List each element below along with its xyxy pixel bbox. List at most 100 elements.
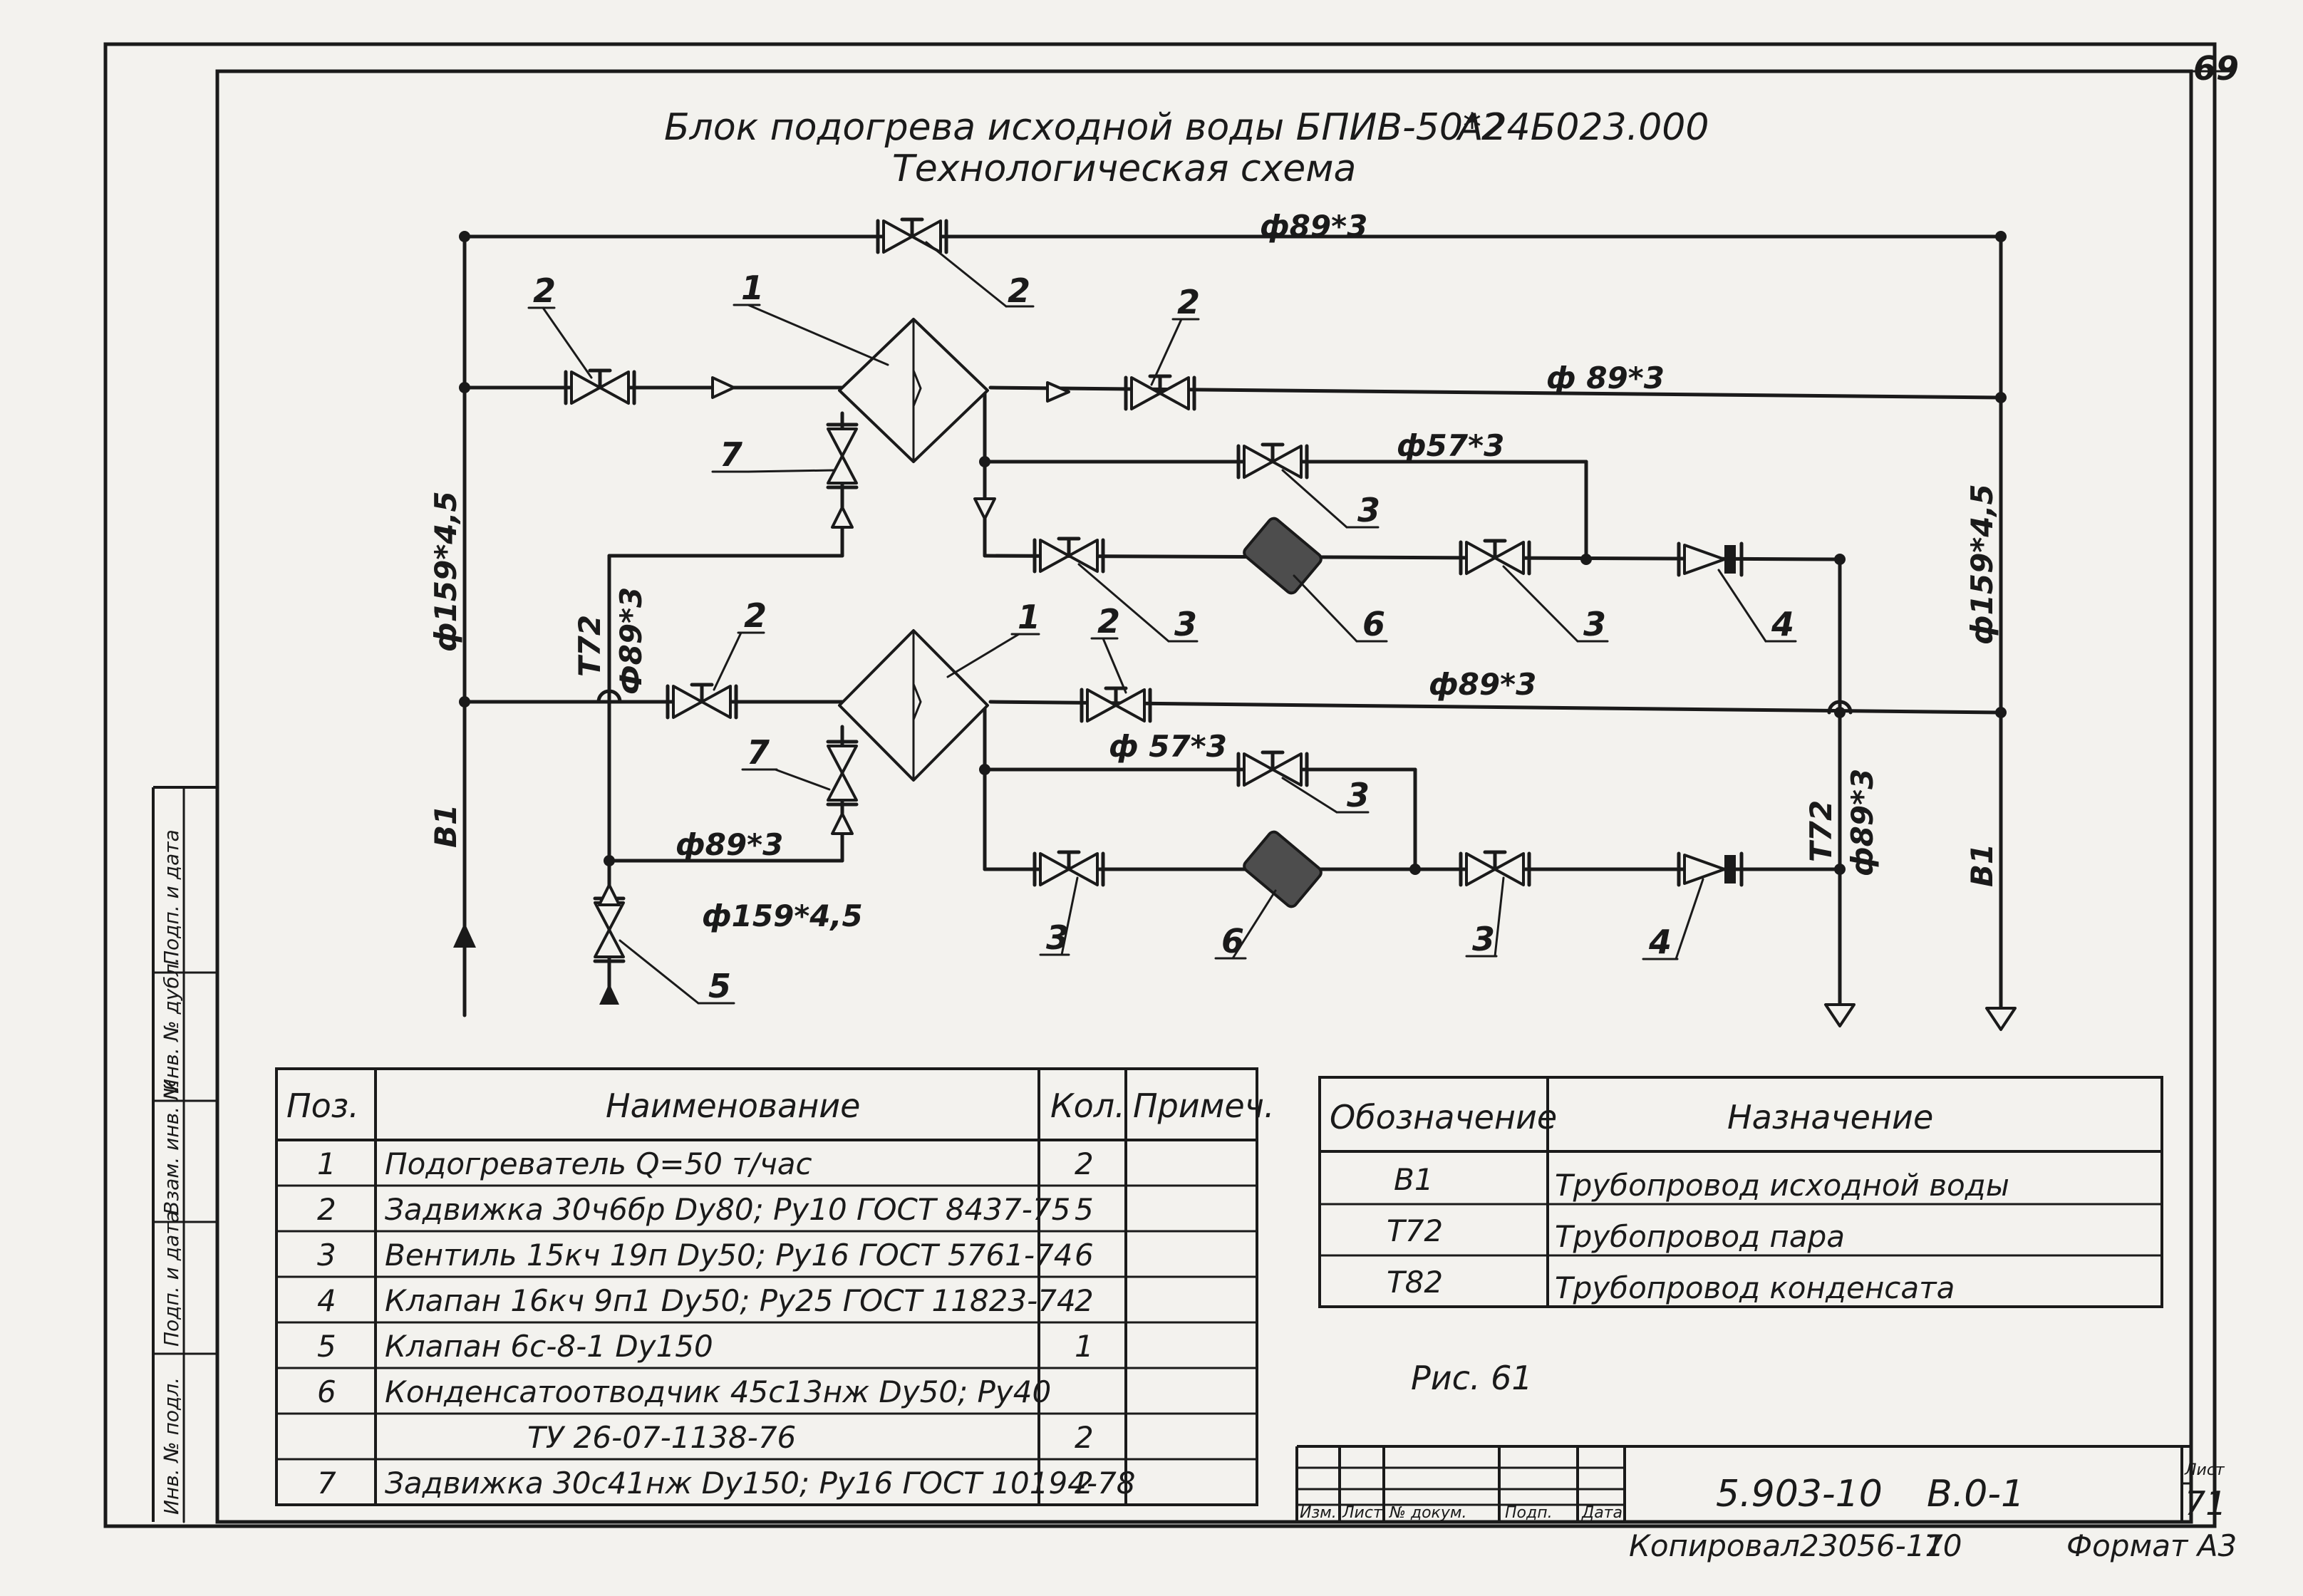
tb-col-list: Лист xyxy=(1342,1504,1383,1522)
pipe-network xyxy=(462,233,2003,1017)
drawing-subtitle: Технологическая схема xyxy=(892,147,1356,190)
svg-text:3: 3 xyxy=(1357,491,1380,529)
label-right-main: ф159*4,5 xyxy=(1965,484,1999,645)
check-valve-upper xyxy=(1677,542,1744,577)
legend-table: Обозначение Назначение В1 Трубопровод ис… xyxy=(1318,1076,2163,1308)
svg-text:2: 2 xyxy=(1097,602,1120,641)
steam-trap-upper xyxy=(1243,517,1323,595)
tb-doc-number: 5.903-10 xyxy=(1716,1473,1883,1515)
label-right-cond-code: Т72 xyxy=(1803,800,1838,862)
inner-frame xyxy=(215,69,2193,1524)
spec-row-pos: 6 xyxy=(317,1374,336,1409)
junctions xyxy=(459,231,2007,875)
spec-row-qty: 6 xyxy=(1075,1238,1094,1273)
spec-row-name: Конденсатоотводчик 45с13нж Dу50; Pу40 xyxy=(385,1374,1051,1409)
svg-text:6: 6 xyxy=(1362,605,1385,643)
label-right-cond-size: ф89*3 xyxy=(1845,769,1880,876)
valve-upper-inlet xyxy=(564,368,636,405)
legend-head-purpose: Назначение xyxy=(1727,1098,1933,1136)
check-valve-lower xyxy=(1677,851,1744,887)
label-bottom-inlet: ф159*4,5 xyxy=(702,898,863,933)
svg-text:2: 2 xyxy=(533,271,556,310)
spec-head-note: Примеч. xyxy=(1133,1087,1275,1125)
valve-upper-outlet xyxy=(1124,374,1196,411)
pipe-labels: ф89*3 ф 89*3 ф57*3 ф89*3 ф 57*3 ф89*3 ф1… xyxy=(428,209,1999,933)
label-lower-branch: ф 57*3 xyxy=(1109,729,1227,764)
corner-number: 69 xyxy=(2193,49,2239,88)
valve-lower-inlet xyxy=(666,683,738,720)
label-right-code: В1 xyxy=(1965,844,1999,887)
stamp-inv-dup: Инв. № дубл. xyxy=(160,957,183,1094)
label-left-steam-code: Т72 xyxy=(572,615,607,677)
legend-row-code: Т82 xyxy=(1387,1265,1443,1300)
spec-head-qty: Кол. xyxy=(1050,1087,1125,1125)
figure-caption: Рис. 61 xyxy=(1411,1359,1533,1397)
spec-row-pos: 3 xyxy=(317,1238,336,1273)
tb-col-izm: Изм. xyxy=(1300,1504,1337,1522)
valve-steam-inlet xyxy=(593,896,626,963)
svg-text:1: 1 xyxy=(1018,598,1040,636)
stamp-replace-inv: Взам. инв. № xyxy=(160,1079,183,1215)
svg-text:2: 2 xyxy=(1008,271,1030,310)
spec-row-qty: 1 xyxy=(1075,1329,1094,1364)
footer-format: Формат А3 xyxy=(2066,1528,2237,1563)
svg-text:7: 7 xyxy=(720,435,742,474)
svg-text:2: 2 xyxy=(744,596,767,635)
label-lower-outlet: ф89*3 xyxy=(1429,667,1536,702)
svg-text:2: 2 xyxy=(1177,283,1200,321)
stamp-sign-date-2: Подп. и дата xyxy=(160,829,183,965)
spec-row-name: Вентиль 15кч 19п Dу50; Pу16 ГОСТ 5761-74 xyxy=(385,1238,1072,1273)
spec-row-name: ТУ 26-07-1138-76 xyxy=(527,1420,796,1455)
label-lower-steam: ф89*3 xyxy=(676,827,783,862)
legend-row-purpose: Трубопровод пара xyxy=(1555,1219,1845,1254)
spec-row-qty: 2 xyxy=(1075,1420,1094,1455)
svg-text:3: 3 xyxy=(1583,605,1606,643)
tb-col-sign: Подп. xyxy=(1505,1504,1553,1522)
valve-steam-lower xyxy=(826,740,859,807)
label-upper-outlet: ф 89*3 xyxy=(1546,361,1665,395)
steam-trap-lower xyxy=(1243,830,1323,908)
heater-upper xyxy=(838,318,989,463)
crossover-bump xyxy=(596,689,622,704)
spec-row-qty: 5 xyxy=(1075,1192,1094,1227)
spec-row-pos: 4 xyxy=(317,1283,336,1318)
legend-row-purpose: Трубопровод исходной воды xyxy=(1555,1168,2009,1203)
spec-row-qty: 2 xyxy=(1075,1283,1094,1318)
label-left-steam-size: Ф89*3 xyxy=(614,587,648,695)
svg-text:5: 5 xyxy=(708,967,731,1005)
label-left-main: ф159*4,5 xyxy=(428,491,463,652)
drawing-code: А24Б023.000 xyxy=(1456,106,1709,149)
svg-text:3: 3 xyxy=(1046,918,1069,957)
valve-upper-bypass xyxy=(1236,442,1309,480)
spec-row-name: Задвижка 30ч6бр Dу80; Pу10 ГОСТ 8437-75 xyxy=(385,1192,1070,1227)
spec-row-name: Подогреватель Q=50 т/час xyxy=(385,1146,812,1181)
svg-text:3: 3 xyxy=(1472,920,1495,958)
legend-row-code: В1 xyxy=(1394,1162,1434,1197)
spec-row-pos: 2 xyxy=(317,1192,336,1227)
spec-head-pos: Поз. xyxy=(286,1087,359,1125)
title-block: Изм. Лист № докум. Подп. Дата 5.903-10 В… xyxy=(1295,1445,2227,1523)
valve-top xyxy=(876,217,948,254)
legend-row-purpose: Трубопровод конденсата xyxy=(1555,1270,1955,1305)
flow-arrows xyxy=(453,376,2017,1031)
crossover-bump-right xyxy=(1827,700,1853,715)
legend-head-code: Обозначение xyxy=(1330,1098,1557,1136)
stamp-sign-date-1: Подп. и дата xyxy=(160,1211,183,1347)
spec-table: Поз. Наименование Кол. Примеч. 1 Подогре… xyxy=(275,1067,1275,1506)
tb-version: В.0-1 xyxy=(1927,1473,2024,1515)
spec-head-name: Наименование xyxy=(606,1087,860,1125)
tb-sheet-label: Лист xyxy=(2184,1461,2225,1479)
spec-row-pos: 5 xyxy=(317,1329,336,1364)
svg-text:3: 3 xyxy=(1347,776,1370,814)
valve-steam-upper xyxy=(826,423,859,489)
outer-frame xyxy=(103,42,2217,1528)
footer-copied: Копировал xyxy=(1629,1528,1800,1563)
svg-text:3: 3 xyxy=(1174,605,1197,643)
svg-text:6: 6 xyxy=(1221,922,1244,960)
tb-col-date: Дата xyxy=(1581,1504,1623,1522)
spec-row-name: Клапан 16кч 9п1 Dу50; Pу25 ГОСТ 11823-74 xyxy=(385,1283,1076,1318)
spec-row-qty: 2 xyxy=(1075,1146,1094,1181)
footer-order-suffix: 70 xyxy=(1924,1528,1962,1563)
spec-row-pos: 7 xyxy=(317,1466,336,1501)
